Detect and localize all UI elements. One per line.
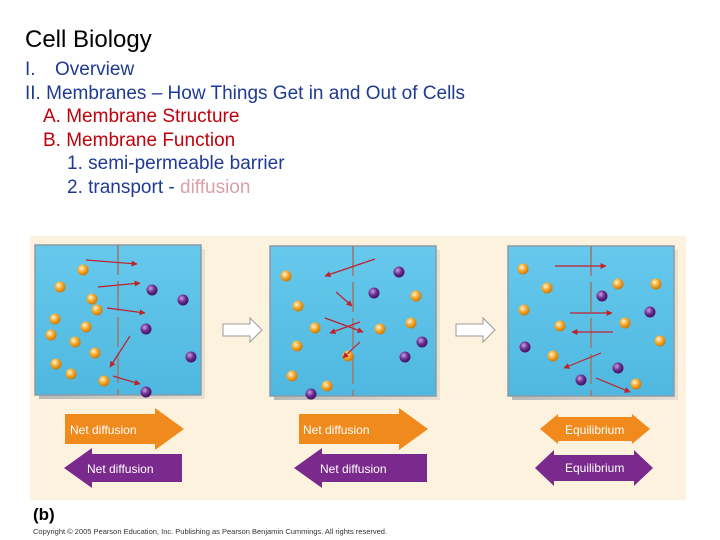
arrow-label: Equilibrium [565, 423, 624, 437]
copyright-notice: Copyright © 2005 Pearson Education, Inc.… [33, 527, 388, 536]
orange-molecules [517, 263, 666, 390]
outline-text: Overview [55, 59, 135, 80]
outline-number: I. [25, 59, 36, 80]
outline-item-membranes: II. Membranes – How Things Get in and Ou… [25, 82, 466, 104]
outline-item-overview: I. Overview [25, 58, 465, 82]
transition-arrow-icon [222, 316, 263, 344]
slide-title: Cell Biology [25, 26, 152, 53]
figure-panel-label: (b) [33, 505, 55, 524]
arrow-label: Net diffusion [320, 462, 387, 476]
diffusion-figure: Net diffusion Net diffusion Equilibrium … [30, 236, 686, 500]
chamber-equilibrium [507, 245, 678, 400]
transition-arrow-icon [455, 316, 496, 344]
arrow-label: Net diffusion [87, 462, 154, 476]
net-diffusion-arrow-purple-1: Net diffusion [64, 448, 182, 488]
motion-arrows [85, 259, 146, 386]
chamber-diffusing [269, 245, 440, 400]
arrow-label: Net diffusion [303, 423, 370, 437]
equilibrium-arrow-orange: Equilibrium [540, 414, 650, 444]
purple-molecules [140, 284, 197, 398]
net-diffusion-arrow-orange-2: Net diffusion [299, 408, 428, 450]
purple-molecules [305, 266, 428, 400]
orange-molecules [45, 264, 110, 387]
motion-arrows [324, 258, 376, 359]
equilibrium-arrow-purple: Equilibrium [535, 450, 653, 486]
chamber-before [34, 244, 205, 399]
outline-text: 2. transport - [67, 176, 180, 198]
outline-item-membrane-function: B. Membrane Function [43, 129, 236, 151]
outline-list: I. Overview II. Membranes – How Things Ge… [25, 58, 465, 199]
purple-molecules [519, 290, 656, 386]
highlighted-term: diffusion [180, 176, 251, 198]
outline-item-transport: 2. transport - diffusion [25, 176, 465, 200]
arrow-label: Equilibrium [565, 461, 624, 475]
net-diffusion-arrow-orange-1: Net diffusion [65, 408, 184, 450]
diffusion-illustration: Net diffusion Net diffusion Equilibrium … [34, 244, 678, 488]
arrow-label: Net diffusion [70, 423, 137, 437]
net-diffusion-arrow-purple-2: Net diffusion [294, 448, 427, 488]
outline-item-membrane-structure: A. Membrane Structure [43, 106, 240, 127]
outline-item-semi-permeable: 1. semi-permeable barrier [67, 153, 285, 174]
motion-arrows [555, 263, 631, 393]
